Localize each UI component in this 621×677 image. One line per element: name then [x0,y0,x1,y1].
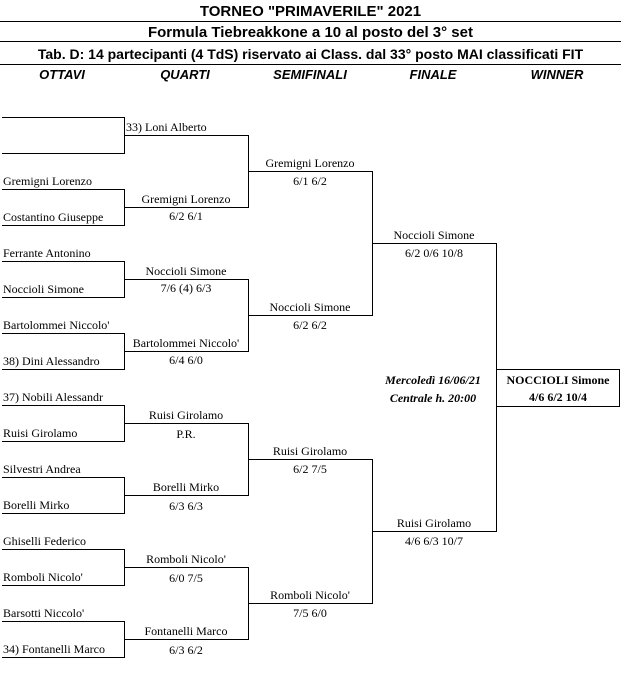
quarti-score-4: 6/4 6/0 [169,353,203,367]
ottavi-player-13: Ghiselli Federico [3,534,86,548]
bracket-line [124,351,248,352]
bracket-line [2,333,124,334]
column-header-semifinali: SEMIFINALI [273,67,347,82]
bracket-line [2,225,124,226]
quarti-player-6: Borelli Mirko [152,480,220,494]
bracket-line [2,117,124,118]
quarti-score-7: 6/0 7/5 [169,571,203,585]
bracket-line [248,171,372,172]
bracket-line [496,243,497,532]
bracket-line [2,513,124,514]
quarti-score-5: P.R. [176,427,196,441]
quarti-player-4: Bartolommei Niccolo' [132,336,240,350]
ottavi-player-5: Ferrante Antonino [3,246,91,260]
bracket-line [124,279,248,280]
column-header-ottavi: OTTAVI [39,67,85,82]
final-match-date: Mercoledì 16/06/21 [385,373,481,387]
final-player-1: Noccioli Simone [393,228,475,242]
column-header-quarti: QUARTI [160,67,210,82]
ottavi-player-9: 37) Nobili Alessandr [3,390,103,404]
quarti-player-8: Fontanelli Marco [144,624,228,638]
ottavi-player-15: Barsotti Niccolo' [3,606,85,620]
quarti-player-1: 33) Loni Alberto [126,120,207,134]
semi-player-4: Romboli Nicolo' [270,588,350,602]
bracket-line [2,297,124,298]
semi-player-3: Ruisi Girolamo [272,444,348,458]
bracket-line [2,261,124,262]
bracket-line [2,441,124,442]
quarti-player-3: Noccioli Simone [145,264,227,278]
ottavi-player-7: Bartolommei Niccolo' [3,318,110,332]
quarti-score-8: 6/3 6/2 [169,643,203,657]
quarti-score-2: 6/2 6/1 [169,209,203,223]
bracket-line [248,315,372,316]
winner-score: 4/6 6/2 10/4 [528,390,587,404]
ottavi-player-8: 38) Dini Alessandro [3,354,100,368]
bracket-line [372,243,496,244]
semi-score-1: 6/1 6/2 [293,174,327,188]
bracket-line [124,207,248,208]
ottavi-player-6: Noccioli Simone [3,282,84,296]
tournament-format: Formula Tiebreakkone a 10 al posto del 3… [0,21,621,42]
bracket-line [2,369,124,370]
semi-player-2: Noccioli Simone [269,300,351,314]
ottavi-player-12: Borelli Mirko [3,498,70,512]
final-score-1: 6/2 0/6 10/8 [404,246,463,260]
final-player-2: Ruisi Girolamo [396,516,472,530]
final-match-court: Centrale h. 20:00 [389,391,477,405]
ottavi-player-16: 34) Fontanelli Marco [3,642,105,656]
ottavi-player-14: Romboli Nicolo' [3,570,83,584]
bracket-line [248,603,372,604]
bracket-line [2,189,124,190]
bracket-line [2,585,124,586]
column-header-winner: WINNER [530,67,584,82]
bracket-line [124,495,248,496]
column-header-finale: FINALE [409,67,457,82]
ottavi-player-3: Gremigni Lorenzo [3,174,92,188]
bracket-line [124,135,248,136]
quarti-player-7: Romboli Nicolo' [146,552,226,566]
winner-name: NOCCIOLI Simone [506,373,610,387]
semi-score-2: 6/2 6/2 [293,318,327,332]
quarti-score-6: 6/3 6/3 [169,499,203,513]
quarti-player-2: Gremigni Lorenzo [141,192,231,206]
tournament-title: TORNEO "PRIMAVERILE" 2021 [199,3,422,20]
bracket-line [248,459,372,460]
bracket-line [124,423,248,424]
final-score-2: 4/6 6/3 10/7 [404,534,463,548]
bracket-line [124,567,248,568]
bracket-line [2,153,124,154]
table-info: Tab. D: 14 partecipanti (4 TdS) riservat… [0,43,621,65]
bracket-line [2,657,124,658]
bracket-line [2,549,124,550]
bracket-line [2,621,124,622]
semi-score-4: 7/5 6/0 [293,606,327,620]
ottavi-player-11: Silvestri Andrea [3,462,81,476]
bracket-line [2,477,124,478]
bracket-line [372,531,496,532]
ottavi-player-4: Costantino Giuseppe [3,210,104,224]
semi-score-3: 6/2 7/5 [293,462,327,476]
bracket-line [124,639,248,640]
ottavi-player-10: Ruisi Girolamo [3,426,78,440]
semi-player-1: Gremigni Lorenzo [265,156,355,170]
quarti-player-5: Ruisi Girolamo [148,408,224,422]
quarti-score-3: 7/6 (4) 6/3 [160,281,212,295]
bracket-line [2,405,124,406]
